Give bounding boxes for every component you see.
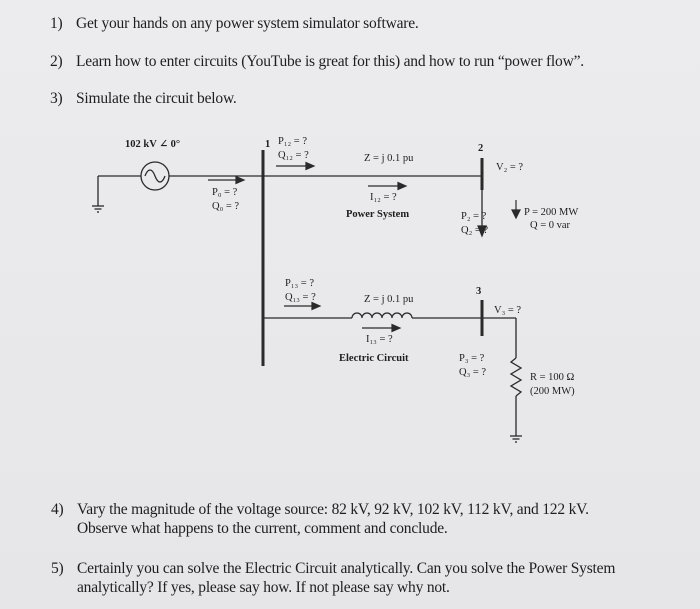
instruction-2: 2) Learn how to enter circuits (YouTube i… xyxy=(50,52,584,71)
instruction-5: 5) Certainly you can solve the Electric C… xyxy=(51,559,681,597)
load-arrow-icon xyxy=(511,209,521,220)
p12-top-label: P₁₂ = ? xyxy=(278,136,307,147)
arrow-head-icon xyxy=(311,301,322,311)
resistor-icon xyxy=(509,357,523,397)
z-bottom-label: Z = j 0.1 pu xyxy=(364,294,414,305)
bus-1-label: 1 xyxy=(265,139,270,150)
sine-wave-icon xyxy=(144,169,166,183)
resistor-r-label: R = 100 Ω xyxy=(530,372,575,383)
p13-label: P₁₃ = ? xyxy=(285,278,314,289)
instruction-number: 5) xyxy=(51,560,64,577)
instruction-3: 3) Simulate the circuit below. xyxy=(50,89,237,108)
electric-circuit-label: Electric Circuit xyxy=(339,353,409,364)
q13-label: Q₁₃ = ? xyxy=(285,292,316,303)
instruction-1: 1) Get your hands on any power system sim… xyxy=(50,14,419,33)
arrow-head-icon xyxy=(397,181,408,191)
instruction-text-cont: analytically? If yes, please say how. If… xyxy=(77,579,450,596)
bus-2-label: 2 xyxy=(478,143,483,154)
p2-label: P₂ = ? xyxy=(461,211,487,222)
qg-label: Q₀ = ? xyxy=(212,201,239,212)
instruction-text-cont: Observe what happens to the current, com… xyxy=(77,520,448,537)
arrow-head-icon xyxy=(305,161,316,171)
inductor-icon xyxy=(351,312,413,319)
instruction-text: Vary the magnitude of the voltage source… xyxy=(77,501,589,518)
arrow-head-icon xyxy=(391,323,402,333)
instruction-text: Learn how to enter circuits (YouTube is … xyxy=(76,53,584,70)
pg-label: P₀ = ? xyxy=(212,187,238,198)
instruction-text: Simulate the circuit below. xyxy=(76,90,237,107)
source-voltage-label: 102 kV ∠ 0° xyxy=(125,139,180,150)
instruction-number: 2) xyxy=(50,53,63,70)
power-system-label: Power System xyxy=(346,209,409,220)
instruction-number: 1) xyxy=(50,15,63,32)
i13-label: I₁₃ = ? xyxy=(366,334,393,345)
z-top-label: Z = j 0.1 pu xyxy=(364,153,414,164)
p3-label: P₃ = ? xyxy=(459,353,485,364)
v2-label: V₂ = ? xyxy=(496,162,523,173)
q12-top-label: Q₁₂ = ? xyxy=(278,150,309,161)
instruction-4: 4) Vary the magnitude of the voltage sour… xyxy=(51,500,681,538)
i12-label: I₁₂ = ? xyxy=(370,192,397,203)
load-arrow-icon xyxy=(477,225,487,238)
instruction-text: Certainly you can solve the Electric Cir… xyxy=(77,560,616,577)
load-q-label: Q = 0 var xyxy=(530,220,571,231)
v3-label: V₃ = ? xyxy=(494,305,521,316)
q2-label: Q₂ = ? xyxy=(461,225,488,236)
q3-label: Q₃ = ? xyxy=(459,367,486,378)
instruction-number: 4) xyxy=(51,501,64,518)
resistor-mw-label: (200 MW) xyxy=(530,386,575,397)
instruction-text: Get your hands on any power system simul… xyxy=(76,15,419,32)
arrow-head-icon xyxy=(235,175,246,185)
load-p-label: P = 200 MW xyxy=(524,207,578,218)
bus-3-label: 3 xyxy=(476,286,481,297)
instruction-number: 3) xyxy=(50,90,63,107)
